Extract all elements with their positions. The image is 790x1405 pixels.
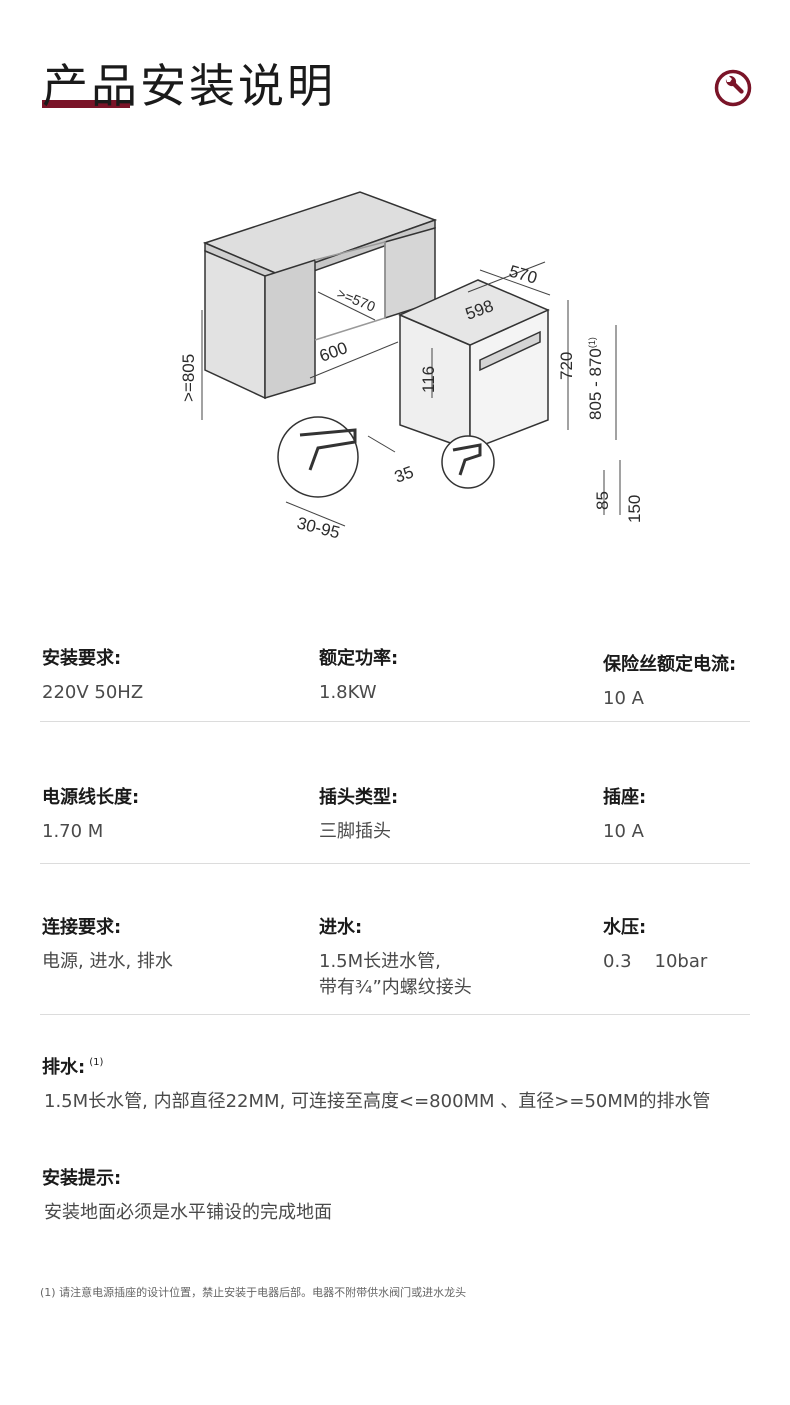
spec-value: 1.8KW	[319, 682, 377, 703]
page-title: 产品安装说明	[42, 59, 336, 113]
spec-label: 插座:	[603, 787, 647, 808]
spec-value: 安装地面必须是水平铺设的完成地面	[44, 1202, 332, 1223]
wrench-icon	[714, 69, 752, 107]
spec-water-inlet: 进水: 1.5M长进水管, 带有¾”内螺纹接头	[319, 913, 472, 1001]
installation-diagram: 570 598 >=570 600 >=805 116 720 805 - 87…	[179, 191, 644, 542]
dim-600: 600	[317, 338, 350, 366]
spec-connection: 连接要求: 电源, 进水, 排水	[42, 913, 173, 975]
dim-116: 116	[419, 366, 438, 393]
spec-label: 额定功率:	[319, 648, 399, 669]
dim-720: 720	[557, 352, 576, 380]
spec-label: 排水:	[42, 1057, 86, 1078]
spec-value: 1.70 M	[42, 821, 104, 842]
spec-label: 电源线长度:	[42, 787, 140, 808]
divider	[40, 863, 750, 864]
detail-circle-left	[277, 416, 359, 498]
spec-label: 保险丝额定电流:	[603, 654, 737, 675]
spec-install-tip: 安装提示: 安装地面必须是水平铺设的完成地面	[42, 1164, 332, 1226]
spec-value: 1.5M长水管, 内部直径22MM, 可连接至高度<=800MM 、直径>=50…	[44, 1091, 711, 1112]
left-cabinet	[204, 249, 266, 400]
spec-install-req: 安装要求: 220V 50HZ	[42, 644, 143, 706]
footnote: (1) 请注意电源插座的设计位置，禁止安装于电器后部。电器不附带供水阀门或进水龙…	[40, 1286, 467, 1299]
spec-value: 10 A	[603, 821, 644, 842]
spec-fuse-current: 保险丝额定电流: 10 A	[603, 650, 736, 712]
spec-value: 三脚插头	[319, 821, 391, 842]
spec-rated-power: 额定功率: 1.8KW	[319, 644, 398, 706]
dim-805-870: 805 - 870(1)	[586, 337, 605, 420]
spec-value-line: 1.5M长进水管,	[319, 951, 441, 972]
spec-cord-length: 电源线长度: 1.70 M	[42, 783, 139, 845]
footnote-ref: (1)	[89, 1057, 104, 1068]
spec-plug-type: 插头类型: 三脚插头	[319, 783, 398, 845]
dim-570-top: 570	[507, 262, 540, 288]
spec-label: 进水:	[319, 917, 363, 938]
divider	[40, 1014, 750, 1015]
spec-value: 220V 50HZ	[42, 682, 144, 703]
spec-label: 水压:	[603, 917, 647, 938]
detail-circle-right	[441, 435, 495, 489]
spec-water-pressure: 水压: 0.3 10bar	[603, 913, 707, 975]
spec-label: 插头类型:	[319, 787, 399, 808]
dim-150: 150	[625, 495, 644, 523]
dim-805-min: >=805	[179, 354, 198, 402]
spec-socket: 插座: 10 A	[603, 783, 646, 845]
spec-value-line: 带有¾”内螺纹接头	[319, 977, 472, 998]
dim-35: 35	[392, 462, 416, 486]
spec-value: 电源, 进水, 排水	[42, 951, 173, 972]
spec-value: 10 A	[603, 688, 644, 709]
dim-570-cabinet: >=570	[335, 285, 378, 315]
dim-85: 85	[593, 491, 612, 510]
spec-label: 安装要求:	[42, 648, 122, 669]
spec-label: 连接要求:	[42, 917, 122, 938]
spec-label: 安装提示:	[42, 1168, 122, 1189]
spec-value: 0.3 10bar	[603, 951, 708, 972]
divider	[40, 721, 750, 722]
dim-30-95: 30-95	[295, 513, 342, 542]
title-accent-bar	[42, 100, 130, 108]
spec-drain: 排水:(1) 1.5M长水管, 内部直径22MM, 可连接至高度<=800MM …	[42, 1053, 710, 1115]
